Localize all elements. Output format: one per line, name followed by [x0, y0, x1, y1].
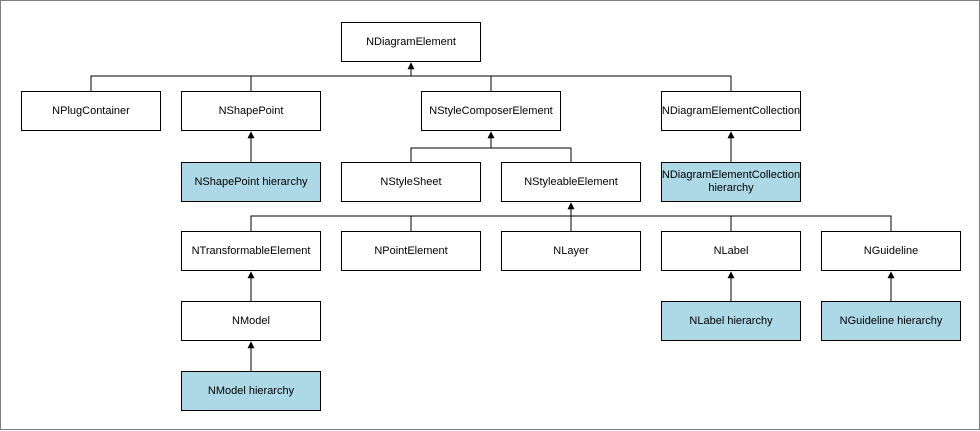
node-ntransformableelement: NTransformableElement: [181, 231, 321, 271]
node-nlabel: NLabel: [661, 231, 801, 271]
node-nshapepoint-hierarchy: NShapePoint hierarchy: [181, 162, 321, 202]
node-nlayer: NLayer: [501, 231, 641, 271]
node-nshapepoint: NShapePoint: [181, 91, 321, 131]
node-nstylesheet: NStyleSheet: [341, 162, 481, 202]
node-ndiagramelementcollection: NDiagramElementCollection: [661, 91, 801, 131]
node-nguideline: NGuideline: [821, 231, 961, 271]
node-nguideline-hierarchy: NGuideline hierarchy: [821, 301, 961, 341]
node-npointelement: NPointElement: [341, 231, 481, 271]
node-nlabel-hierarchy: NLabel hierarchy: [661, 301, 801, 341]
node-nstylecomposerelement: NStyleComposerElement: [421, 91, 561, 131]
node-nstyleableelement: NStyleableElement: [501, 162, 641, 202]
edge-stylecomposer-bus: [410, 147, 572, 162]
node-nplugcontainer: NPlugContainer: [21, 91, 161, 131]
node-nmodel-hierarchy: NModel hierarchy: [181, 371, 321, 411]
node-nmodel: NModel: [181, 301, 321, 341]
node-ndiagramelement: NDiagramElement: [341, 22, 481, 62]
node-ndiagramelementcollection-hierarchy: NDiagramElementCollection hierarchy: [661, 162, 801, 202]
edge-root-children-bus: [90, 75, 732, 91]
